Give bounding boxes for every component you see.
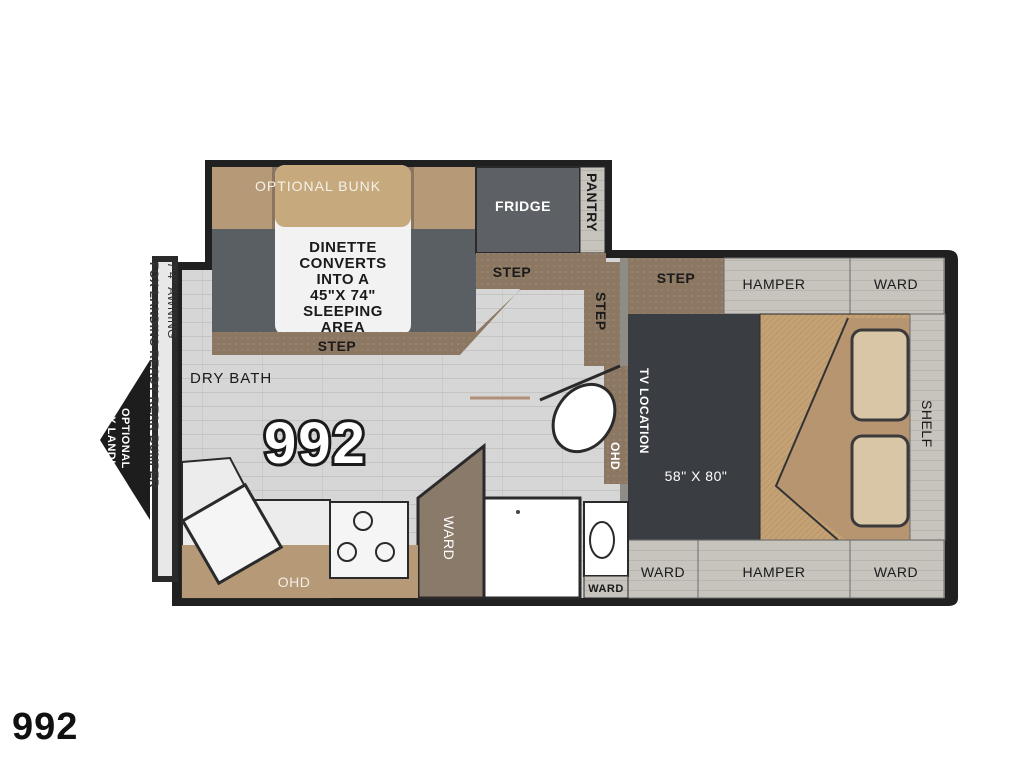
dinette-line-2: CONVERTS xyxy=(299,255,386,272)
step-top-label: STEP xyxy=(493,264,532,280)
ward-bath-label: WARD xyxy=(588,583,624,595)
bedroom xyxy=(620,257,946,599)
hamper-bottom-label: HAMPER xyxy=(743,564,806,580)
ward-bottom-right-label: WARD xyxy=(874,564,918,580)
ohd-bath-label: OHD xyxy=(608,442,622,470)
shelf-label: SHELF xyxy=(919,400,935,448)
dinette-line-4: 45"X 74" xyxy=(310,287,376,304)
step-right-label: STEP xyxy=(593,292,609,331)
kitchen-sink xyxy=(180,482,284,586)
step-dinette-label: STEP xyxy=(318,338,357,354)
bath-ward xyxy=(583,575,629,599)
optional-bunk-label: OPTIONAL BUNK xyxy=(255,178,381,194)
fridge-label: FRIDGE xyxy=(495,198,551,214)
dinette-line-6: AREA xyxy=(321,319,366,336)
pillow-2 xyxy=(850,434,910,528)
dinette-line-3: INTO A xyxy=(316,271,369,288)
dinette-line-5: SLEEPING xyxy=(303,303,383,320)
dinette-note: DINETTE CONVERTS INTO A 45"X 74" SLEEPIN… xyxy=(299,239,386,336)
shower xyxy=(482,496,582,600)
rear-bumper xyxy=(100,256,178,582)
optional-fox-label-2: FOX LANDING xyxy=(105,400,117,481)
pantry-label: PANTRY xyxy=(584,173,600,232)
kitchen xyxy=(180,456,418,599)
bed-size-label: 58" X 80" xyxy=(665,468,728,484)
shelf xyxy=(909,313,946,541)
ward-top-label: WARD xyxy=(874,276,918,292)
ward-bottom-left-label: WARD xyxy=(641,564,685,580)
dinette-line-1: DINETTE xyxy=(309,239,377,256)
hamper-top-label: HAMPER xyxy=(743,276,806,292)
bed-floor xyxy=(628,314,760,540)
fox-landing-ready-label: FOX LANDING READY REAR BUMPER xyxy=(147,262,159,488)
side-step xyxy=(584,262,620,366)
dinette-area xyxy=(212,165,476,335)
hamper-bottom xyxy=(697,539,851,599)
toilet xyxy=(551,382,617,454)
ward-bottom-right xyxy=(849,539,945,599)
pantry xyxy=(579,166,606,254)
ward-top xyxy=(849,257,945,315)
toilet-area xyxy=(551,366,628,484)
tv-location-label: TV LOCATION xyxy=(637,368,651,454)
ward-closet-label: WARD xyxy=(441,516,457,560)
model-floor-number: 992 xyxy=(264,411,367,476)
ohd-kitchen-label: OHD xyxy=(278,574,311,590)
step-bed-label: STEP xyxy=(657,270,696,286)
model-caption: 992 xyxy=(12,706,79,748)
bed-step xyxy=(628,258,724,314)
optional-fox-label-1: OPTIONAL xyxy=(119,408,131,469)
dry-bath-label: DRY BATH xyxy=(190,370,272,387)
awning-label: 7'4" AWNING xyxy=(165,262,179,339)
pillow-1 xyxy=(850,328,910,422)
hamper-top xyxy=(723,257,851,315)
